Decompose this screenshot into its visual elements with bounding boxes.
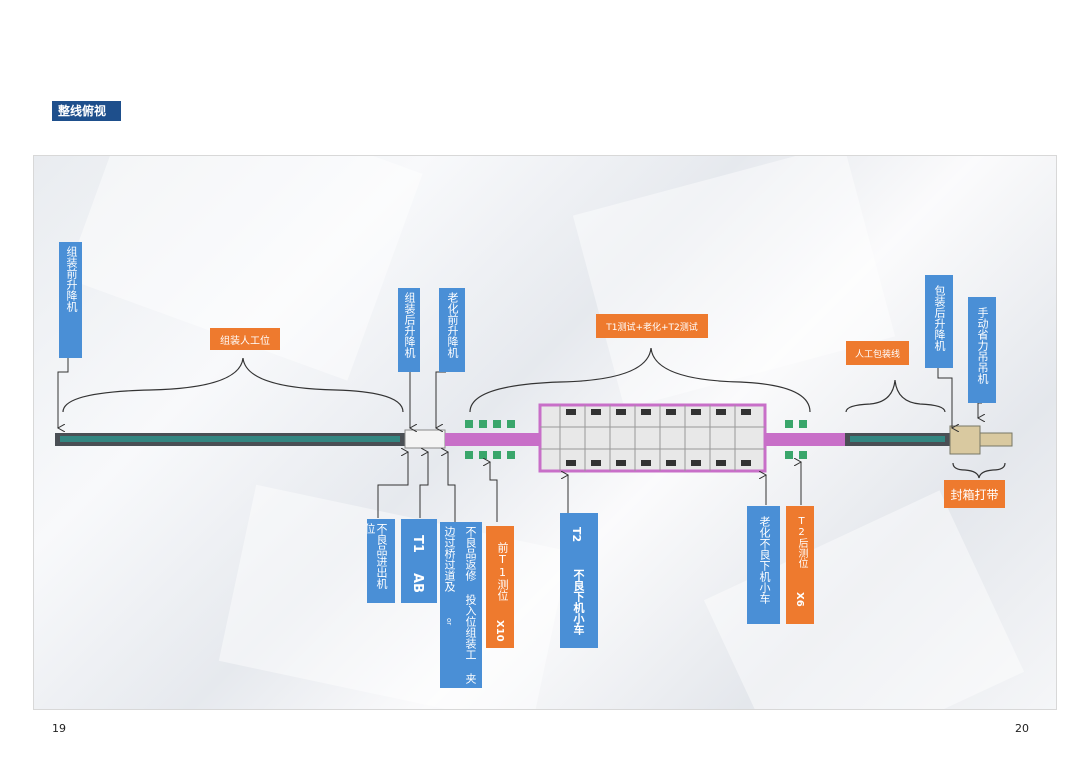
x6-text: X6 (794, 592, 805, 607)
t2-text: T2 (570, 527, 583, 543)
t1-text: T1 (410, 535, 425, 553)
rework-text: 不良品返修 投入位组装工 夹 (464, 526, 477, 684)
transfer-text: 边过桥过道及 (443, 526, 456, 592)
seal-and-strap-label: 封箱打带 (944, 480, 1005, 508)
pre-t1-test-label: 前T1测位 X10 (486, 526, 514, 648)
assembly-rear-lift-label: 组装后升降机 (398, 288, 420, 372)
reject-in-out-station-label: 不良品进出机位 (367, 519, 395, 603)
pre-aging-conveyor (445, 433, 540, 446)
pre-t1-test-text: 前T1测位 (496, 542, 509, 601)
post-aging-conveyor (765, 433, 845, 446)
assembly-front-lift-label: 组装前升降机 (59, 242, 82, 358)
section-title: 整线俯视 (52, 101, 121, 121)
assembly-manual-station-label: 组装人工位 (210, 328, 280, 350)
reject-unload-cart-text: 不良下机小车 (572, 569, 585, 635)
seal-machine (949, 425, 981, 455)
packing-rear-lift-label: 包装后升降机 (925, 275, 953, 368)
rework-transfer-label: 不良品返修 投入位组装工 夹 边过桥过道及 or (440, 522, 482, 688)
post-t2-test-label: T2后测位 X6 (786, 506, 814, 624)
page-number-left: 19 (52, 722, 66, 735)
aging-reject-cart-label: 老化不良下机小车 (747, 506, 780, 624)
page-number-right: 20 (1015, 722, 1029, 735)
small-mark-text: or (445, 618, 453, 626)
manual-power-crane-label: 手动省力吊吊机 (968, 297, 996, 403)
post-t2-test-text: T2后测位 (796, 516, 807, 568)
x10-text: X10 (494, 620, 505, 642)
test-aging-zone-label: T1测试+老化+T2测试 (596, 314, 708, 338)
assembly-conveyor-pallets (60, 436, 400, 442)
transfer-bridge (404, 429, 446, 449)
t2-reject-cart-label: T2 不良下机小车 (560, 513, 598, 648)
manual-packing-line-label: 人工包装线 (846, 341, 909, 365)
aging-front-lift-label: 老化前升降机 (439, 288, 465, 372)
ab-text: AB (410, 573, 425, 593)
outfeed-conveyor (979, 432, 1013, 447)
t1-ab-label: T1 AB (401, 519, 437, 603)
zone-braces (62, 347, 1006, 479)
